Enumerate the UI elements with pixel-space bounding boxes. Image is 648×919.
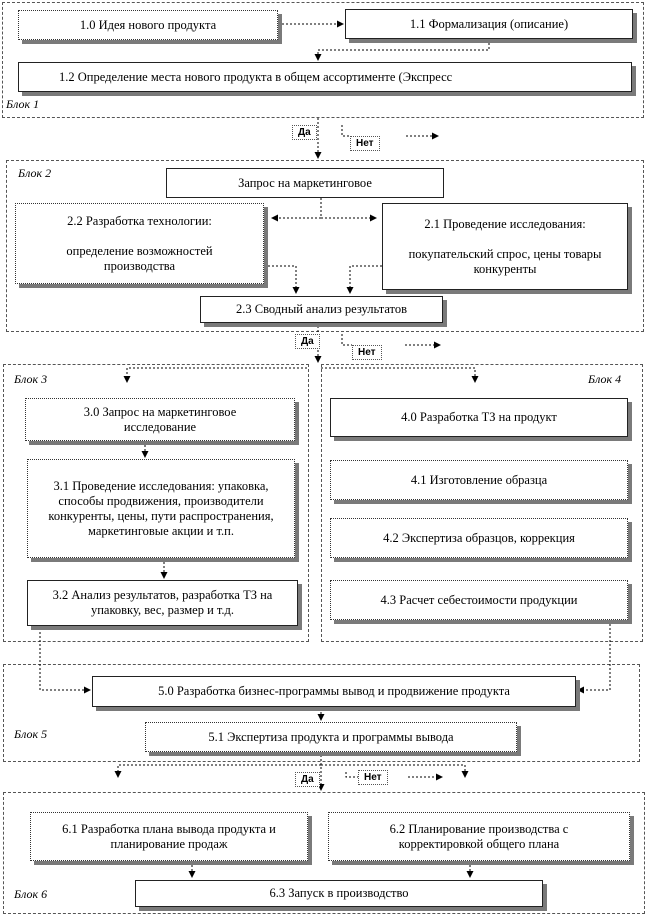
block-5-frame — [3, 664, 640, 762]
block-6-label: Блок 6 — [14, 887, 48, 901]
decision-no-3: Нет — [358, 770, 388, 785]
node-3-2-analysis: 3.2 Анализ результатов, разработка ТЗ на… — [27, 580, 298, 626]
node-2-2-body: определение возможностей производства — [66, 243, 213, 273]
block-4-frame — [321, 364, 643, 642]
node-2-3-summary: 2.3 Сводный анализ результатов — [200, 296, 443, 323]
node-4-1-sample: 4.1 Изготовление образца — [330, 460, 628, 500]
node-1-2-positioning: 1.2 Определение места нового продукта в … — [18, 62, 632, 92]
node-5-1-expertise: 5.1 Экспертиза продукта и программы выво… — [145, 722, 517, 752]
decision-yes-3: Да — [295, 772, 320, 787]
node-2-2-title: 2.2 Разработка технологии: — [67, 213, 212, 228]
node-2-1-body: покупательский спрос, цены товары конкур… — [408, 246, 602, 276]
node-4-2-expertise: 4.2 Экспертиза образцов, коррекция — [330, 518, 628, 558]
block-3-frame — [3, 364, 309, 642]
decision-no-1: Нет — [350, 136, 380, 151]
decision-yes-2: Да — [295, 334, 320, 349]
node-6-2-production-planning: 6.2 Планирование производства с корректи… — [328, 812, 630, 861]
node-5-0-business-program: 5.0 Разработка бизнес-программы вывод и … — [92, 676, 576, 707]
node-6-3-production-launch: 6.3 Запуск в производство — [135, 880, 543, 907]
block-2-label: Блок 2 — [18, 166, 52, 180]
node-1-0-idea: 1.0 Идея нового продукта — [18, 10, 278, 40]
node-3-0-marketing-request: 3.0 Запрос на маркетинговое исследование — [25, 398, 295, 441]
node-2-2-technology: 2.2 Разработка технологии: определение в… — [15, 203, 264, 284]
node-4-0-spec: 4.0 Разработка ТЗ на продукт — [330, 398, 628, 437]
block-4-label: Блок 4 — [588, 372, 622, 386]
node-6-1-launch-plan: 6.1 Разработка плана вывода продукта и п… — [30, 812, 308, 861]
node-2-1-research: 2.1 Проведение исследования: покупательс… — [382, 203, 628, 290]
block-1-frame — [2, 2, 644, 118]
decision-yes-1: Да — [292, 125, 317, 140]
block-2-frame — [6, 160, 644, 332]
node-3-1-research: 3.1 Проведение исследования: упаковка, с… — [27, 459, 295, 558]
node-1-1-formalization: 1.1 Формализация (описание) — [345, 9, 633, 39]
block-6-frame — [3, 792, 645, 914]
decision-no-2: Нет — [352, 345, 382, 360]
block-5-label: Блок 5 — [14, 727, 48, 741]
node-4-3-cost: 4.3 Расчет себестоимости продукции — [330, 580, 628, 620]
block-3-label: Блок 3 — [14, 372, 48, 386]
node-2-1-title: 2.1 Проведение исследования: — [424, 216, 586, 231]
block-1-label: Блок 1 — [6, 97, 40, 111]
node-2-0-marketing-request: Запрос на маркетинговое — [166, 168, 444, 198]
